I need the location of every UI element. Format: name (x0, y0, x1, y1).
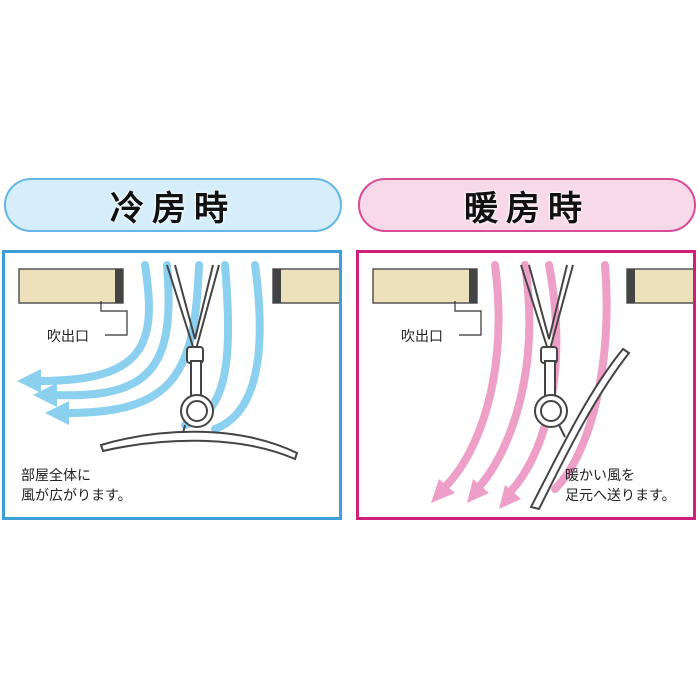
cooling-caption-line2: 風が広がります。 (21, 488, 132, 504)
warm-arrowhead-2 (467, 479, 489, 503)
louver-device (166, 264, 220, 442)
ceiling-left-edge (469, 269, 477, 303)
ceiling-left-block (18, 268, 124, 304)
heating-outlet-label: 吹出口 (401, 329, 443, 345)
heating-caption-line1: 暖かい風を (565, 468, 635, 484)
cool-arrowhead-3 (45, 401, 69, 425)
cooling-title: 冷房時 (110, 188, 236, 229)
warm-airflow-1 (441, 261, 503, 491)
cool-arrowheads (17, 369, 69, 425)
cool-arrowhead-1 (17, 369, 41, 393)
louver-wing (99, 430, 299, 461)
cool-airflow-1 (35, 261, 153, 385)
warm-arrowhead-3 (499, 485, 521, 509)
cooling-diagram-panel: 吹出口 部屋全体に 風が広がります。 (2, 250, 342, 520)
ceiling-right-block (272, 268, 339, 304)
warm-airflow-2 (475, 261, 534, 491)
cool-arrowhead-2 (33, 383, 57, 407)
cooling-outlet-label: 吹出口 (47, 329, 89, 345)
cooling-title-banner: 冷房時 (4, 178, 342, 232)
warm-arrowhead-1 (431, 479, 455, 503)
cool-airflow-3 (63, 261, 203, 417)
louver-wing (529, 347, 631, 511)
ceiling-left-edge (115, 269, 123, 303)
heating-illustration (372, 261, 693, 511)
cool-airflow-5 (211, 261, 264, 433)
cooling-illustration (17, 261, 339, 461)
ceiling-left-block (372, 268, 478, 304)
ceiling-right-edge (273, 269, 281, 303)
ceiling-right-edge (627, 269, 635, 303)
louver-device (520, 264, 574, 438)
heating-title: 暖房時 (464, 188, 590, 229)
heating-diagram-panel: 吹出口 暖かい風を 足元へ送ります。 (356, 250, 696, 520)
heating-caption-line2: 足元へ送ります。 (565, 488, 676, 504)
ceiling-right-block (626, 268, 693, 304)
cooling-caption-line1: 部屋全体に (21, 468, 91, 484)
cool-airflow-2 (51, 261, 173, 400)
outlet-leader-line (454, 301, 482, 336)
heating-title-banner: 暖房時 (358, 178, 696, 232)
outlet-leader-line (100, 301, 128, 336)
warm-arrowheads (431, 479, 521, 509)
